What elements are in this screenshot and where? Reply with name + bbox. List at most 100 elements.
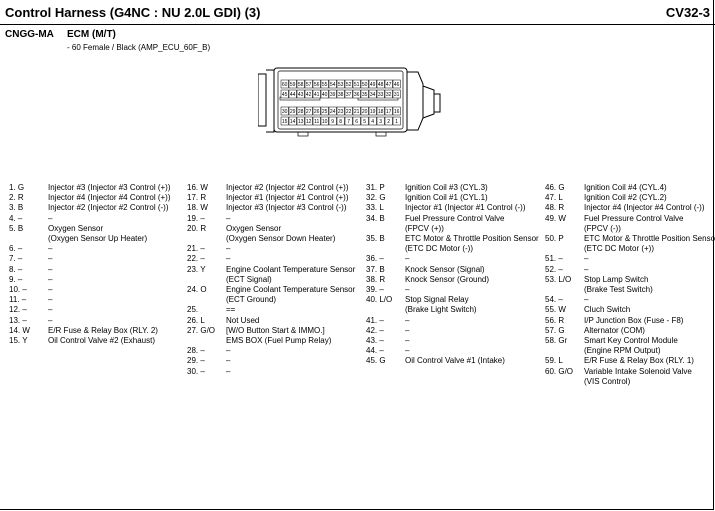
pin-label: 44. – [366, 346, 384, 356]
pin-label: 5. B [9, 223, 24, 233]
pin-cell [344, 106, 353, 116]
pin-description: Ignition Coil #4 (CYL.4) [584, 183, 667, 192]
pin-description-line2: (FPCV (-)) [584, 223, 621, 233]
pin-cell [312, 89, 321, 99]
pin-cell [352, 116, 361, 126]
pin-label: 33. L [366, 203, 384, 213]
pin-description-line2: (VIS Control) [584, 376, 631, 386]
pin-label: 28. – [187, 346, 205, 356]
pin-number: 18 [378, 109, 384, 115]
pin-description: Oxygen Sensor [226, 223, 282, 233]
pin-description: – [405, 336, 410, 345]
pin-label: 38. R [366, 274, 386, 284]
pin-cell [280, 89, 289, 99]
pin-label: 34. B [366, 213, 385, 223]
pin-label: 23. Y [187, 264, 206, 274]
pin-description: Ignition Coil #2 (CYL.2) [584, 193, 667, 203]
pin-description: I/P Junction Box (Fuse - F8) [584, 315, 684, 325]
pin-number: 12 [306, 119, 312, 125]
pin-cell [360, 79, 369, 89]
pin-description: E/R Fuse & Relay Box (RLY. 2) [48, 325, 158, 335]
pin-description: – [405, 325, 410, 335]
pin-description: Injector #2 (Injector #2 Control (-)) [48, 203, 169, 213]
pin-description: – [584, 264, 589, 274]
pin-description-line2: (Oxygen Sensor Up Heater) [48, 234, 148, 243]
pin-number: 14 [290, 119, 296, 125]
page-code: CV32-3 [665, 5, 710, 20]
pin-number: 59 [290, 82, 296, 88]
pin-cell [312, 116, 321, 126]
pin-cell [384, 79, 393, 89]
pin-number: 56 [314, 82, 320, 88]
pin-cell [328, 116, 337, 126]
pin-number: 9 [331, 119, 334, 125]
pin-label: 7. – [9, 254, 23, 264]
pin-cell [288, 106, 297, 116]
pin-label: 47. L [545, 193, 563, 203]
pin-description: – [584, 254, 589, 264]
pin-cell [368, 89, 377, 99]
pin-cell [296, 79, 305, 89]
pin-description: Stop Signal Relay [405, 295, 469, 305]
pin-cell [352, 106, 361, 116]
pin-label: 50. P [545, 234, 564, 243]
pin-number: 28 [298, 109, 304, 115]
pin-description: Injector #3 (Injector #3 Control (+)) [48, 183, 171, 192]
pin-number: 36 [354, 92, 360, 98]
connector-name: ECM (M/T) [67, 29, 116, 40]
pin-label: 29. – [187, 356, 205, 366]
pin-label: 8. – [9, 264, 23, 274]
pin-label: 6. – [9, 244, 23, 254]
pin-description: Smart Key Control Module [584, 336, 678, 345]
pin-description: Oxygen Sensor [48, 223, 104, 233]
pin-description: Cluch Switch [584, 305, 631, 315]
pin-number: 27 [306, 109, 312, 115]
pin-label: 52. – [545, 264, 563, 274]
pin-number: 5 [363, 119, 366, 125]
pin-description: – [48, 213, 53, 223]
pin-cell [344, 79, 353, 89]
pin-cell [320, 116, 329, 126]
pin-label: 53. L/O [545, 274, 572, 284]
pin-number: 2 [387, 119, 390, 125]
pin-description: – [48, 295, 53, 305]
pin-label: 17. R [187, 193, 207, 203]
pin-number: 22 [346, 109, 352, 115]
pin-number: 37 [346, 92, 352, 98]
pin-description: Engine Coolant Temperature Sensor [226, 264, 356, 274]
pin-label: 2. R [9, 193, 24, 203]
pin-description-line2: (ECT Ground) [226, 295, 277, 305]
header-divider [0, 24, 715, 25]
pin-label: 15. Y [9, 336, 28, 345]
pin-label: 30. – [187, 366, 205, 376]
pin-label: 57. G [545, 325, 565, 335]
pin-label: 9. – [9, 274, 23, 284]
pin-number: 17 [386, 109, 392, 115]
page-title: Control Harness (G4NC : NU 2.0L GDI) (3) [5, 5, 261, 20]
connector-id: CNGG-MA [5, 29, 54, 40]
connector-desc: - 60 Female / Black (AMP_ECU_60F_B) [67, 43, 211, 52]
pin-number: 34 [370, 92, 376, 98]
pin-number: 60 [282, 82, 288, 88]
pin-number: 23 [338, 109, 344, 115]
pin-cell [392, 89, 401, 99]
pin-description: – [226, 244, 231, 254]
pin-label: 39. – [366, 285, 384, 294]
pin-number: 41 [314, 92, 320, 98]
pin-cell [376, 116, 385, 126]
pin-cell [320, 89, 329, 99]
pin-label: 27. G/O [187, 325, 216, 335]
pin-cell [304, 79, 313, 89]
pin-label: 16. W [187, 183, 208, 192]
pin-cell [336, 89, 345, 99]
pin-description: Injector #3 (Injector #3 Control (-)) [226, 203, 347, 213]
pin-label: 45. G [366, 356, 386, 366]
pin-number: 10 [322, 119, 328, 125]
pin-number: 16 [394, 109, 400, 115]
pin-cell [376, 106, 385, 116]
pin-cell [280, 116, 289, 126]
pin-label: 51. – [545, 254, 563, 264]
pin-description: ETC Motor & Throttle Position Sensor [405, 234, 539, 243]
pin-label: 46. G [545, 183, 565, 192]
